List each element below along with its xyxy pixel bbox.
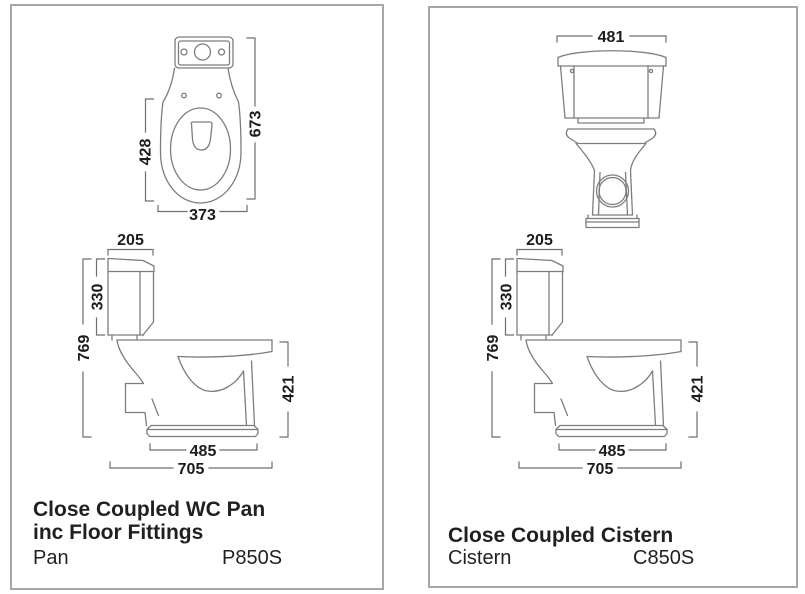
dim-label-overall-length: 673 (248, 111, 265, 138)
dim-label-bowl-rim-width: 373 (189, 207, 216, 224)
pan-side-view-drawing: 205 330 769 421 485 705 (76, 232, 298, 478)
dim-label-overall-depth: 705 (587, 461, 614, 478)
pan-product-label: Pan (33, 547, 69, 569)
dim-label-cistern-depth: 205 (526, 232, 553, 249)
dim-label-seat-width: 428 (138, 139, 155, 166)
cistern-front-view-drawing: 481 (556, 29, 667, 229)
pan-title-line1: Close Coupled WC Pan (33, 498, 266, 521)
dim-label-pan-height: 421 (281, 376, 298, 403)
cistern-product-label: Cistern (448, 547, 512, 569)
dim-label-cistern-height: 330 (499, 284, 516, 311)
dim-label-base-depth: 485 (599, 443, 626, 460)
dim-label-overall-height: 769 (76, 335, 93, 362)
cistern-title-line1: Close Coupled Cistern (448, 524, 674, 547)
dim-label-overall-depth: 705 (178, 461, 205, 478)
pan-spec-panel (10, 4, 384, 590)
dim-label-pan-height: 421 (690, 376, 707, 403)
dim-label-cistern-depth: 205 (117, 232, 144, 249)
dim-label-base-depth: 485 (190, 443, 217, 460)
cistern-side-view-drawing: 205 330 769 421 485 705 (485, 232, 707, 478)
pan-title-line2: inc Floor Fittings (33, 521, 204, 544)
cistern-product-code: C850S (633, 547, 695, 569)
pan-top-view-drawing: 428 673 373 (138, 36, 265, 224)
pan-product-code: P850S (222, 547, 283, 569)
cistern-spec-panel (428, 6, 798, 588)
dim-label-overall-height: 769 (485, 335, 502, 362)
dim-label-cistern-height: 330 (90, 284, 107, 311)
dim-label-cistern-width: 481 (598, 29, 625, 46)
